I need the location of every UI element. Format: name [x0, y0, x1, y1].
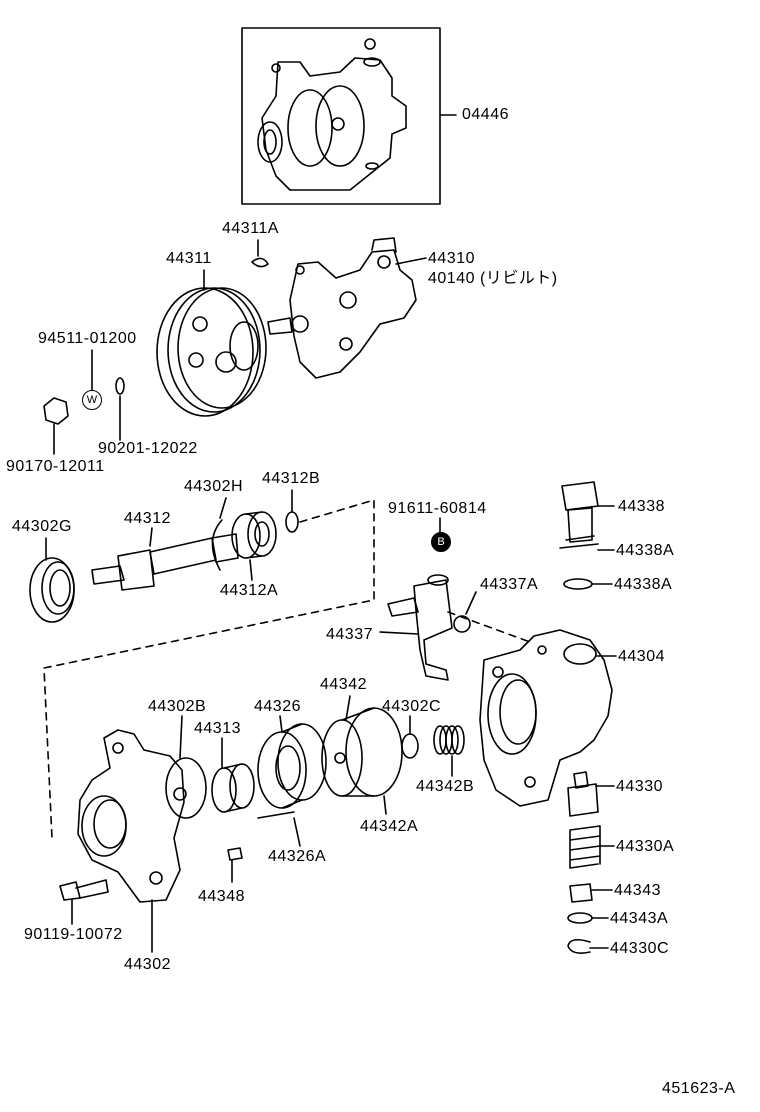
o-ring-44343A	[567, 912, 593, 924]
key-44311A	[251, 257, 269, 268]
label-44338: 44338	[618, 498, 665, 515]
label-91611-60814: 91611-60814	[388, 500, 487, 517]
label-44330C: 44330C	[610, 940, 670, 957]
label-44312: 44312	[124, 510, 171, 527]
label-44311: 44311	[166, 250, 212, 267]
label-44312B: 44312B	[262, 470, 321, 487]
pin-44326A	[257, 811, 295, 819]
valve-44338	[559, 481, 599, 549]
label-44338A-lower: 44338A	[614, 576, 673, 593]
label-44343: 44343	[614, 882, 661, 899]
spring-44330A	[569, 825, 601, 869]
label-44330: 44330	[616, 778, 663, 795]
bolt-90119	[59, 879, 109, 901]
label-44348: 44348	[198, 888, 245, 905]
label-44342: 44342	[320, 676, 367, 693]
label-44312A: 44312A	[220, 582, 279, 599]
label-44302B: 44302B	[148, 698, 207, 715]
relief-valve-44330	[567, 771, 599, 817]
pump-assembly-44310	[267, 237, 417, 379]
front-housing-44302	[77, 729, 187, 903]
leader-44312A	[249, 559, 253, 581]
leader-44302B	[179, 715, 183, 759]
o-ring-44338A	[563, 578, 593, 590]
o-ring-44302C	[401, 733, 419, 759]
label-44304: 44304	[618, 648, 665, 665]
label-44337: 44337	[326, 626, 373, 643]
label-44302: 44302	[124, 956, 171, 973]
leader-44337A	[465, 591, 477, 615]
snap-ring-44330C	[567, 938, 591, 954]
label-90170-12011: 90170-12011	[6, 458, 105, 475]
label-44343A: 44343A	[610, 910, 669, 927]
dashed-guide-lines	[43, 499, 531, 839]
leader-44312	[149, 527, 153, 547]
label-44337A: 44337A	[480, 576, 539, 593]
leader-44326A	[293, 817, 301, 847]
label-44330A: 44330A	[616, 838, 675, 855]
label-94511-01200: 94511-01200	[38, 330, 137, 347]
label-44302G: 44302G	[12, 518, 72, 535]
label-44326: 44326	[254, 698, 301, 715]
vane-44348	[227, 847, 243, 861]
gasket-kit-box	[241, 27, 441, 205]
union-fitting-44337	[387, 574, 453, 681]
label-44326A: 44326A	[268, 848, 327, 865]
oil-seal-44302G	[29, 557, 75, 623]
gasket-44302B	[165, 757, 207, 819]
bearing-44312A	[231, 511, 277, 559]
label-90119-10072: 90119-10072	[24, 926, 123, 943]
leader-44342	[345, 695, 351, 721]
bolt-callout-b: B	[431, 532, 451, 552]
pressure-plate-44342	[321, 707, 403, 797]
label-44302C: 44302C	[382, 698, 442, 715]
o-ring-44337A	[453, 615, 471, 633]
leader-44310	[395, 257, 427, 265]
label-44342B: 44342B	[416, 778, 475, 795]
o-ring-44312B	[285, 511, 299, 533]
washer-callout-w: W	[82, 390, 102, 410]
label-44311A: 44311A	[222, 220, 279, 237]
label-44338A-upper: 44338A	[616, 542, 675, 559]
rear-housing-44304	[479, 629, 613, 807]
figure-code: 451623-A	[662, 1080, 736, 1097]
label-44342A: 44342A	[360, 818, 419, 835]
washer-90201	[115, 377, 125, 395]
label-90201-12022: 90201-12022	[98, 440, 198, 457]
leader-44326	[279, 715, 283, 733]
pulley-44311	[156, 287, 267, 417]
rotor-44313	[211, 763, 255, 813]
seat-44343	[569, 883, 593, 903]
leader-44302H	[219, 497, 227, 519]
label-44310: 44310	[428, 250, 475, 267]
leader-44342A	[383, 795, 387, 815]
label-44313: 44313	[194, 720, 241, 737]
cam-ring-44326	[257, 723, 327, 809]
spring-44342B	[433, 725, 465, 755]
label-40140-rebuilt: 40140 (リビルト)	[428, 270, 558, 287]
nut-90170	[43, 397, 69, 425]
label-04446: 04446	[462, 106, 509, 123]
label-44302H: 44302H	[184, 478, 244, 495]
leader-44337	[379, 631, 419, 635]
snap-ring-44302H	[211, 519, 223, 571]
